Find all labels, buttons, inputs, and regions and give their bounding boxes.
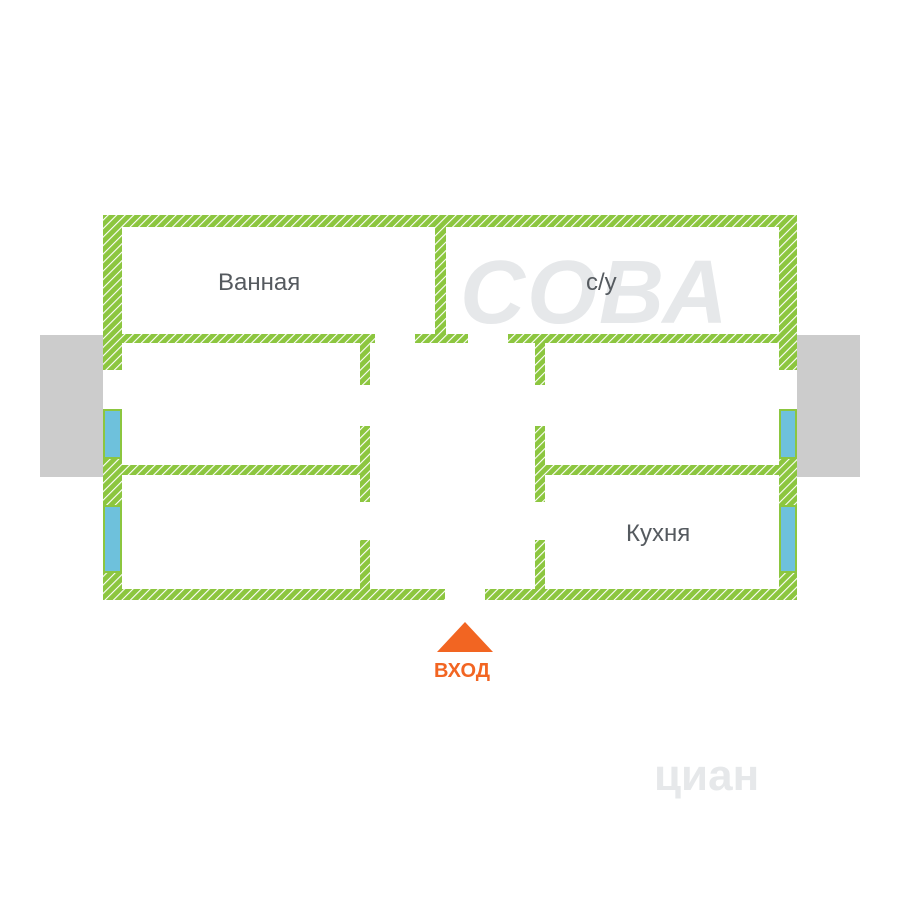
window-right-lower xyxy=(779,505,797,573)
window-right-upper xyxy=(779,409,797,459)
outer-walls xyxy=(103,215,797,600)
wall-bathroom-bottom xyxy=(122,334,375,343)
window-left-lower xyxy=(103,505,122,573)
wall-right-rooms-divider xyxy=(545,465,779,475)
wall-right-middle xyxy=(779,458,797,506)
wall-stub-center xyxy=(415,334,468,343)
wall-left-rooms-divider xyxy=(122,465,360,475)
wall-toilet-bottom xyxy=(508,334,779,343)
wall-right-corridor-low xyxy=(535,540,545,590)
balcony-right xyxy=(797,335,860,477)
wall-left-corridor-low xyxy=(360,540,370,590)
wall-bottom-right xyxy=(485,589,797,600)
wall-bath-toilet-divider xyxy=(435,227,446,342)
interior-walls xyxy=(122,227,779,590)
wall-right-corridor-top xyxy=(535,343,545,385)
entrance-label: ВХОД xyxy=(434,660,491,682)
room-label-toilet: с/у xyxy=(586,269,617,296)
wall-left-middle xyxy=(103,458,122,506)
wall-right-upper xyxy=(779,215,797,370)
wall-left-corridor-top xyxy=(360,343,370,385)
wall-top xyxy=(103,215,797,227)
wall-left-upper xyxy=(103,215,122,370)
balcony-left xyxy=(40,335,103,477)
room-label-kitchen: Кухня xyxy=(626,520,691,547)
wall-bottom-left xyxy=(103,589,445,600)
wall-left-corridor-mid xyxy=(360,426,370,502)
room-label-bathroom: Ванная xyxy=(218,269,301,296)
windows xyxy=(103,409,797,573)
window-left-upper xyxy=(103,409,122,459)
portal-watermark: циан xyxy=(654,751,760,800)
entrance-arrow-icon xyxy=(437,622,493,652)
agency-watermark: СОВА xyxy=(460,243,730,343)
wall-right-corridor-mid xyxy=(535,426,545,502)
